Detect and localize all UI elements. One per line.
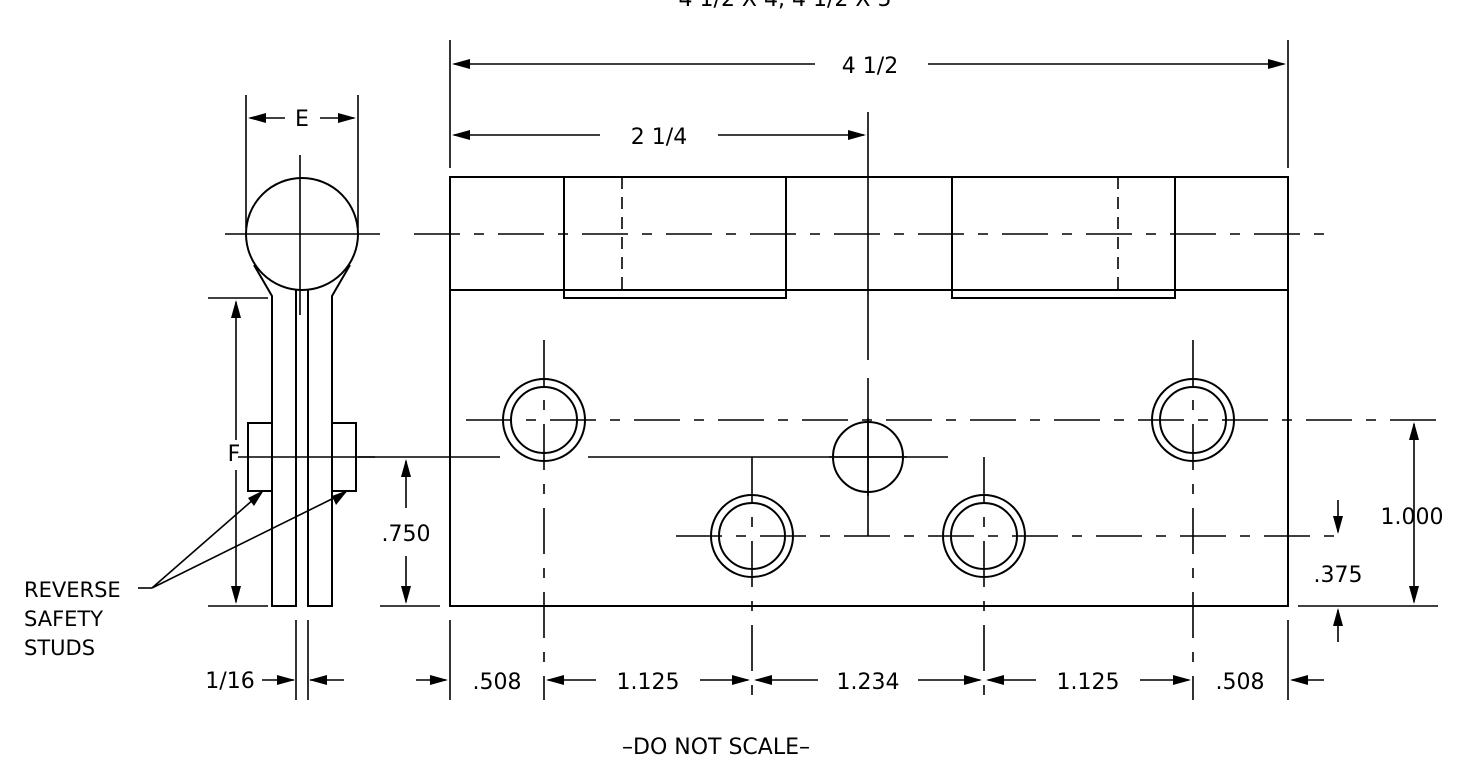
f-dimension-label: F: [228, 442, 241, 467]
height-375-label: .375: [1314, 563, 1363, 588]
drawing-header: 4 1/2 X 4, 4 1/2 X 5: [679, 0, 892, 12]
side-view: E F REVERSE SAFETY STUDS 1/16: [24, 95, 380, 700]
note-line-1: REVERSE: [24, 578, 121, 602]
bottom-dim-3: 1.234: [837, 670, 900, 695]
right-knuckle-cutout: [951, 177, 1176, 299]
stud-leader-right: [151, 491, 347, 589]
bottom-dim-1: .508: [473, 670, 522, 695]
do-not-scale-note: –DO NOT SCALE–: [622, 735, 810, 760]
hinge-body-outline: [449, 176, 1289, 607]
stud-leader-left: [151, 491, 263, 589]
e-dimension-label: E: [295, 107, 309, 132]
half-width-label: 2 1/4: [631, 125, 687, 150]
left-knuckle-cutout: [563, 177, 787, 299]
right-leaf-outline: [307, 264, 351, 607]
note-line-3: STUDS: [24, 636, 95, 660]
left-leaf-outline: [253, 264, 297, 607]
bottom-dim-2: 1.125: [617, 670, 680, 695]
height-1000-label: 1.000: [1381, 505, 1444, 530]
front-view: 4 1/2 2 1/4 .750 1.000 .375 .508: [358, 40, 1443, 700]
bottom-dim-5: .508: [1216, 670, 1265, 695]
bottom-dim-4: 1.125: [1057, 670, 1120, 695]
thickness-label: 1/16: [205, 669, 254, 694]
overall-width-label: 4 1/2: [842, 54, 898, 79]
note-line-2: SAFETY: [24, 607, 103, 631]
height-750-label: .750: [382, 522, 431, 547]
